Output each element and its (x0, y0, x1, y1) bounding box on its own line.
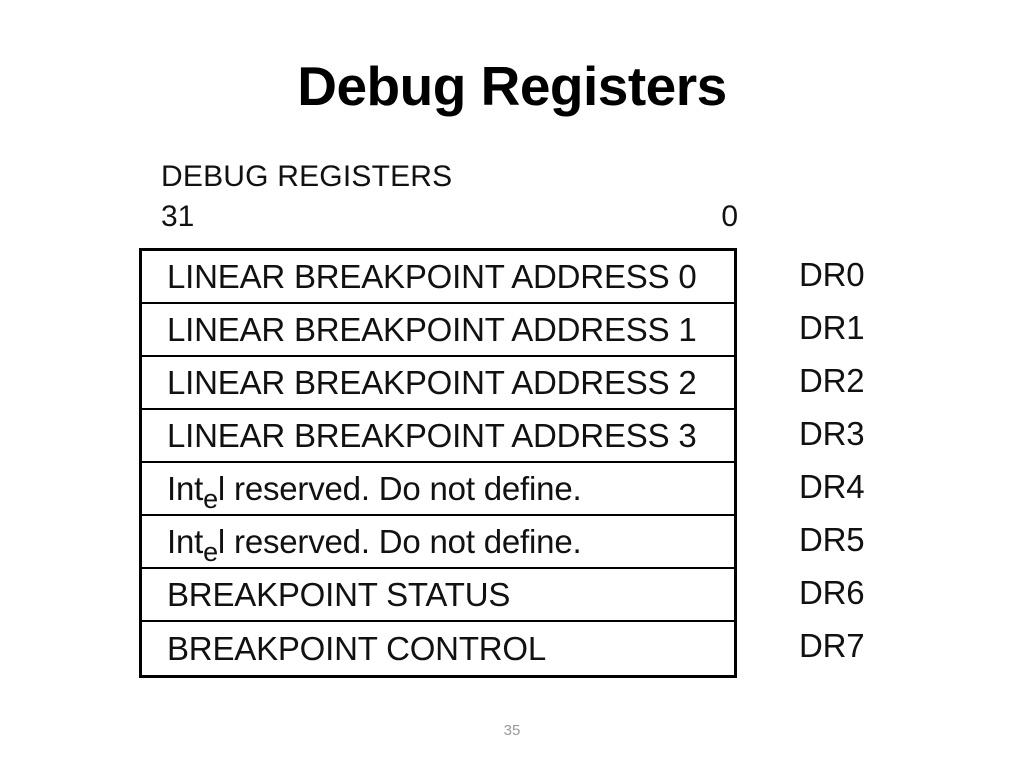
register-row: LINEAR BREAKPOINT ADDRESS 0 (142, 251, 734, 304)
register-row: Intel reserved. Do not define. (142, 463, 734, 516)
register-field-label: LINEAR BREAKPOINT ADDRESS 1 (167, 311, 697, 348)
register-row: BREAKPOINT STATUS (142, 569, 734, 622)
register-field-label: BREAKPOINT CONTROL (167, 630, 547, 667)
register-table: LINEAR BREAKPOINT ADDRESS 0 LINEAR BREAKP… (139, 248, 737, 678)
register-name-dr4: DR4 (799, 468, 865, 505)
register-name-dr2: DR2 (799, 362, 865, 399)
intel-dropped-e: e (203, 484, 218, 514)
intel-wordmark: Intel (167, 470, 226, 514)
bit-index-row: 31 0 (161, 202, 738, 240)
register-row: LINEAR BREAKPOINT ADDRESS 3 (142, 410, 734, 463)
register-field-label: Intel reserved. Do not define. (167, 523, 582, 567)
register-name-dr0: DR0 (799, 256, 865, 293)
register-field-label: LINEAR BREAKPOINT ADDRESS 3 (167, 417, 697, 454)
register-field-label: LINEAR BREAKPOINT ADDRESS 0 (167, 258, 697, 295)
bit-label-lsb: 0 (721, 200, 738, 233)
register-name-dr6: DR6 (799, 574, 865, 611)
debug-registers-figure: DEBUG REGISTERS 31 0 LINEAR BREAKPOINT A… (139, 160, 899, 690)
intel-wordmark: Intel (167, 523, 226, 567)
register-row: LINEAR BREAKPOINT ADDRESS 2 (142, 357, 734, 410)
register-field-label: LINEAR BREAKPOINT ADDRESS 2 (167, 364, 697, 401)
register-name-dr7: DR7 (799, 627, 865, 664)
register-name-dr3: DR3 (799, 415, 865, 452)
register-row: BREAKPOINT CONTROL (142, 622, 734, 675)
figure-caption: DEBUG REGISTERS (161, 160, 453, 193)
register-field-label: Intel reserved. Do not define. (167, 470, 582, 514)
register-field-label: BREAKPOINT STATUS (167, 576, 511, 613)
page-number: 35 (503, 722, 521, 739)
page-title: Debug Registers (297, 55, 727, 117)
register-row: LINEAR BREAKPOINT ADDRESS 1 (142, 304, 734, 357)
intel-dropped-e: e (203, 537, 218, 567)
bit-label-msb: 31 (161, 200, 195, 233)
register-name-dr5: DR5 (799, 521, 865, 558)
register-row: Intel reserved. Do not define. (142, 516, 734, 569)
register-name-dr1: DR1 (799, 309, 865, 346)
